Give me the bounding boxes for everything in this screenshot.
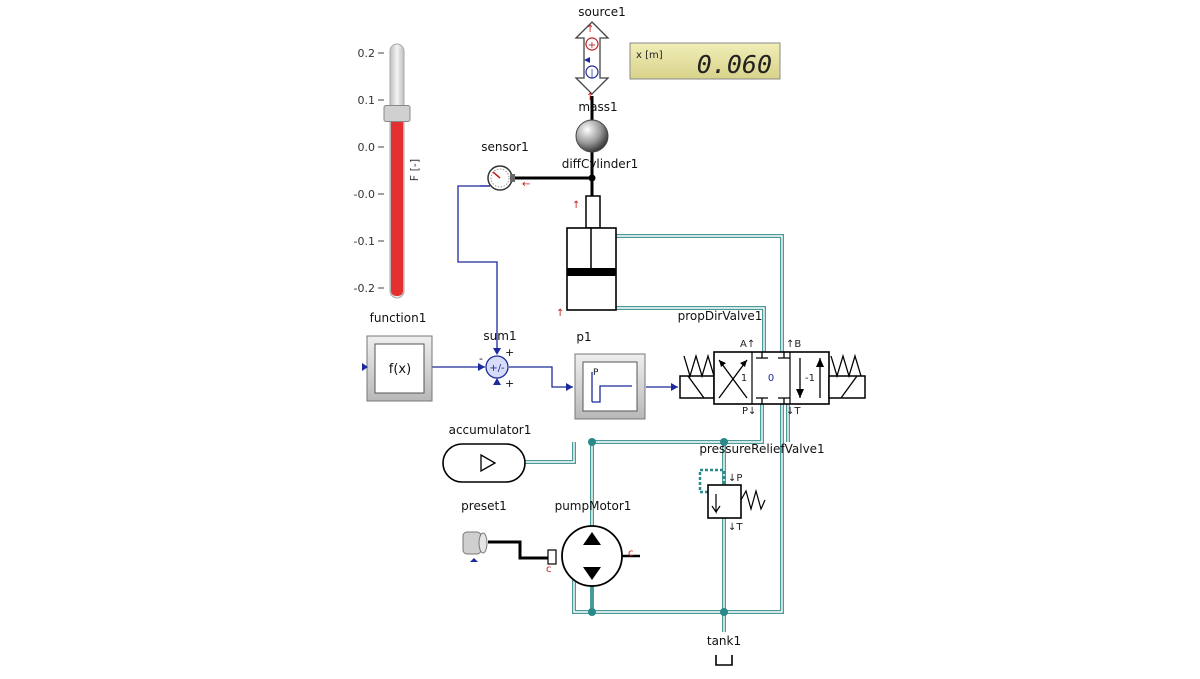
valve-pos-right: -1	[805, 373, 815, 384]
slider-tick-4: -0.0	[354, 188, 375, 201]
function-text: f(x)	[389, 362, 411, 377]
svg-text:c: c	[546, 564, 552, 575]
preset-speed[interactable]	[462, 531, 488, 562]
svg-text:+/-: +/-	[489, 363, 505, 374]
cylinder-label: diffCylinder1	[562, 157, 639, 171]
function-label: function1	[370, 311, 427, 325]
valve-pos-left: 1	[741, 373, 747, 384]
slider-thumb[interactable]	[383, 105, 411, 122]
svg-text:↑: ↑	[556, 308, 564, 319]
svg-text:↑: ↑	[586, 24, 594, 35]
slider-tick-6: -0.2	[354, 282, 375, 295]
svg-text:↑: ↑	[586, 92, 594, 103]
slider-tick-3: 0.0	[358, 141, 376, 154]
svg-text:↓T: ↓T	[786, 406, 801, 417]
svg-text:A↑: A↑	[740, 339, 755, 350]
svg-text:↓P: ↓P	[728, 473, 742, 484]
p1-block[interactable]: P	[574, 353, 646, 420]
tank-symbol[interactable]	[715, 655, 733, 666]
relief-label: pressureReliefValve1	[699, 442, 824, 456]
svg-text:+: +	[505, 377, 514, 390]
hydraulic-lines	[525, 234, 790, 632]
svg-text:+: +	[505, 346, 514, 359]
svg-text:-: -	[479, 352, 483, 365]
pump-motor[interactable]: c c	[546, 525, 634, 587]
slider-tick-1: 0.2	[358, 47, 376, 60]
source-label: source1	[578, 5, 625, 19]
pressure-relief-valve[interactable]: ↓P ↓T P T	[0, 0, 766, 533]
force-source[interactable]: + | ↑ ↑	[574, 21, 610, 103]
slider-ticks	[378, 52, 384, 289]
svg-text:c: c	[628, 548, 634, 559]
position-display: x [m] 0.060	[629, 42, 781, 80]
mass-ball[interactable]	[575, 119, 609, 153]
accumulator-label: accumulator1	[449, 423, 532, 437]
sensor-gauge[interactable]: ←	[480, 165, 530, 191]
svg-text:↑: ↑	[572, 200, 580, 211]
accumulator[interactable]	[442, 443, 526, 483]
signal-lines	[432, 185, 678, 391]
p1-symbol: P	[593, 368, 599, 378]
slider-tick-5: -0.1	[354, 235, 375, 248]
slider-tick-2: 0.1	[358, 94, 376, 107]
svg-text:↓T: ↓T	[728, 522, 743, 533]
slider-axis-label: F [-]	[408, 159, 421, 181]
slider-fill	[391, 113, 403, 296]
svg-text:P↓: P↓	[742, 406, 756, 417]
hydraulic-junctions	[588, 438, 728, 616]
valve-label: propDirValve1	[678, 309, 763, 323]
svg-text:+: +	[588, 40, 596, 51]
display-value: 0.060	[697, 50, 772, 79]
sensor-label: sensor1	[481, 140, 528, 154]
svg-text:↑B: ↑B	[786, 339, 801, 350]
pump-label: pumpMotor1	[555, 499, 632, 513]
svg-text:←: ←	[522, 179, 530, 190]
diff-cylinder[interactable]: ↑ ↑	[556, 195, 617, 319]
p1-label: p1	[576, 330, 591, 344]
prop-dir-valve[interactable]: 1 0 -1 A↑ ↑B P↓ ↓T A B P T	[0, 0, 866, 417]
tank-label: tank1	[707, 634, 741, 648]
preset-label: preset1	[461, 499, 507, 513]
sum-label: sum1	[483, 329, 516, 343]
valve-pos-mid: 0	[768, 373, 774, 384]
display-label: x [m]	[636, 50, 663, 61]
svg-text:|: |	[590, 69, 593, 79]
mass-label: mass1	[578, 100, 617, 114]
sum-block[interactable]: +/- + - +	[479, 346, 514, 390]
function-block[interactable]: f(x)	[362, 335, 433, 402]
force-slider[interactable]: 0.2 0.1 0.0 -0.0 -0.1 -0.2 F [-]	[354, 43, 421, 299]
